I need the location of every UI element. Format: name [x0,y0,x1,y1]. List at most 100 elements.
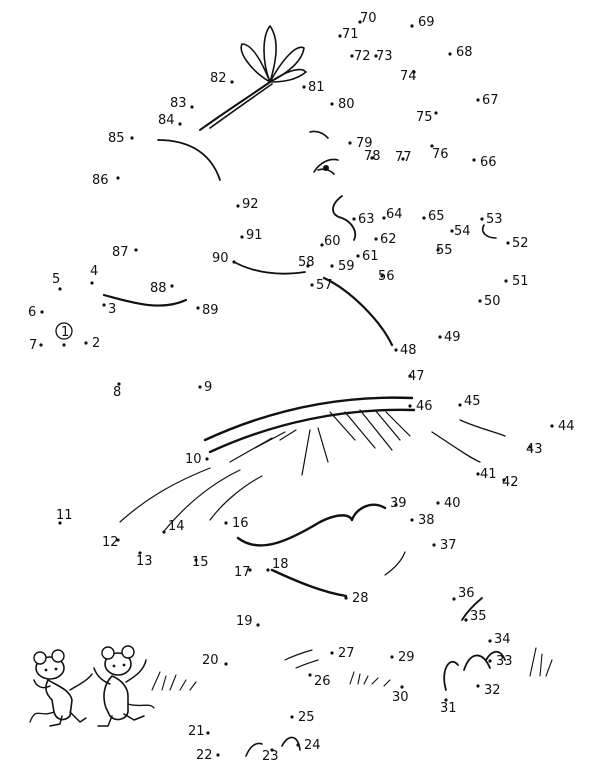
dot-30 [400,685,404,689]
dot-10 [205,457,209,461]
dot-48 [394,348,398,352]
dot-78 [370,156,374,160]
dot-20 [224,662,228,666]
dot-15 [194,558,198,562]
dot-72 [350,54,354,58]
dot-label-42: 42 [502,475,519,490]
dot-65 [422,216,426,220]
dot-label-36: 36 [458,586,475,601]
dot-label-22: 22 [196,748,213,763]
dot-88 [170,284,174,288]
dot-90 [232,260,236,264]
dot-91 [240,235,244,239]
dancing-mice-illustration [29,645,155,727]
ground-line [284,649,319,669]
dot-36 [452,597,456,601]
dot-79 [348,141,352,145]
dot-58 [306,264,310,268]
dot-label-78: 78 [364,149,381,164]
dot-label-61: 61 [362,249,379,264]
dot-label-69: 69 [418,15,435,30]
arm-line [270,568,348,598]
dot-label-16: 16 [232,516,249,531]
mouth [481,224,497,239]
dot-label-88: 88 [150,281,167,296]
dot-6 [40,310,44,314]
dot-label-52: 52 [512,236,529,251]
dot-83 [190,105,194,109]
dot-label-49: 49 [444,330,461,345]
hat-edge [459,419,506,437]
dot-29 [390,655,394,659]
dot-40 [436,501,440,505]
dot-64 [382,216,386,220]
dot-67 [476,98,480,102]
dot-34 [488,639,492,643]
dot-3 [102,303,106,307]
dot-label-5: 5 [52,272,60,287]
sleeve-curve [236,503,387,547]
dot-label-20: 20 [202,653,219,668]
dot-37 [432,543,436,547]
dot-label-87: 87 [112,245,129,260]
dot-label-57: 57 [316,278,333,293]
dot-52 [506,241,510,245]
dot-28 [344,596,348,600]
dot-33 [488,659,492,663]
dot-label-64: 64 [386,207,403,222]
dot-23 [270,748,274,752]
dot-label-32: 32 [484,683,501,698]
grass [151,647,553,691]
dot-68 [448,52,452,56]
dot-label-74: 74 [400,69,417,84]
dot-label-8: 8 [113,385,121,400]
dot-label-53: 53 [486,212,503,227]
dot-label-70: 70 [360,11,377,26]
dot-35 [464,618,468,622]
dot-label-68: 68 [456,45,473,60]
mouse-left [29,649,93,727]
dot-label-2: 2 [92,336,100,351]
dot-label-39: 39 [390,496,407,511]
dot-label-66: 66 [480,155,497,170]
dot-42 [502,478,506,482]
dot-31 [444,698,448,702]
feet-strokes [245,736,301,757]
dot-label-18: 18 [272,557,289,572]
dot-4 [90,281,94,285]
dot-11 [58,521,62,525]
dot-5 [58,287,62,291]
dot-label-40: 40 [444,496,461,511]
dot-51 [504,279,508,283]
dot-label-58: 58 [298,255,315,270]
dot-14 [162,530,166,534]
chin-line [322,276,394,347]
dot-label-89: 89 [202,303,219,318]
dot-label-50: 50 [484,294,501,309]
dress-line [119,467,211,523]
dot-9 [198,385,202,389]
dot-74 [412,70,416,74]
dot-label-90: 90 [212,251,229,266]
dot-label-76: 76 [432,147,449,162]
dot-77 [401,157,405,161]
flower-petal [263,25,277,83]
dot-label-51: 51 [512,274,529,289]
dot-54 [450,229,454,233]
dot-87 [134,248,138,252]
dot-56 [380,274,384,278]
dot-82 [230,80,234,84]
dot-43 [528,445,532,449]
dot-label-72: 72 [354,49,371,64]
dot-47 [408,374,412,378]
dot-label-26: 26 [314,674,331,689]
dot-89 [196,306,200,310]
dot-19 [256,623,260,627]
dot-label-44: 44 [558,419,575,434]
dot-label-23: 23 [262,749,279,764]
dot-75 [434,111,438,115]
dot-84 [178,122,182,126]
foot-curve [443,650,506,691]
